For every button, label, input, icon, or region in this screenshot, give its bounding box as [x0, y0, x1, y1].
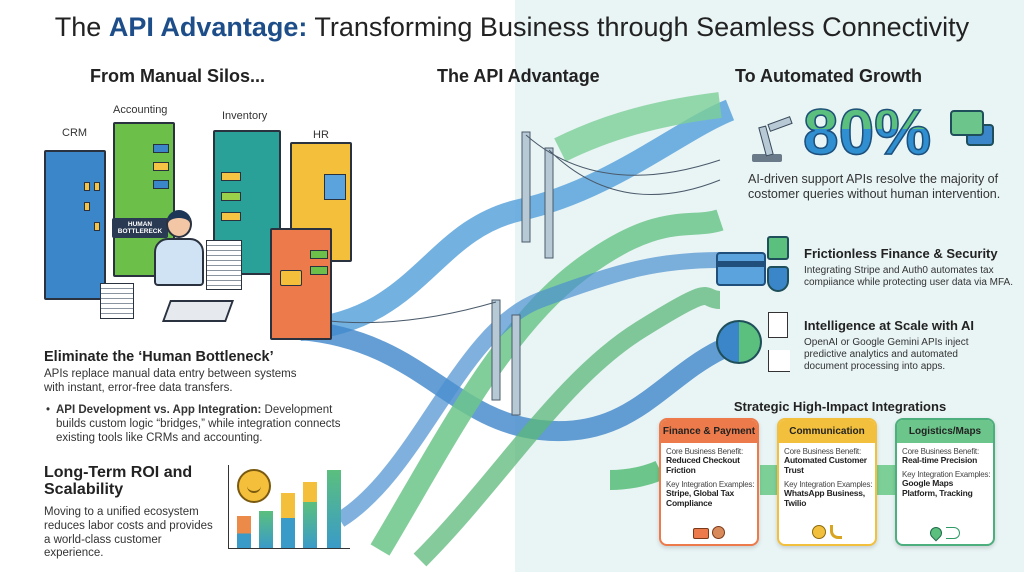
chart-bar [281, 493, 295, 548]
stressed-worker [150, 210, 208, 300]
bridge-tower [544, 147, 554, 259]
card-connector [876, 465, 896, 495]
blue-ribbon [298, 99, 735, 341]
chart-bar [259, 511, 273, 548]
blue-ribbon [335, 252, 721, 527]
whatsapp-icon [812, 525, 827, 539]
feature-title: Frictionless Finance & Security [804, 246, 998, 261]
phone-icon [829, 525, 842, 539]
lock-icon [767, 236, 789, 260]
paper-stack [206, 240, 242, 290]
credit-card-icon [692, 528, 709, 539]
chart-bar [303, 482, 317, 548]
bridge-tower [511, 314, 521, 416]
roi-growth-chart [228, 465, 350, 549]
document-icon [768, 312, 788, 338]
page-title: The API Advantage: Transforming Business… [54, 12, 970, 42]
human-bottleneck-tag: HUMAN BOTTLERECK [112, 218, 168, 238]
bridge-tower [491, 299, 501, 401]
hr-label: HR [313, 129, 329, 141]
accounting-server [113, 122, 175, 277]
accounting-label: Accounting [113, 104, 168, 116]
feature-title: Intelligence at Scale with AI [804, 318, 975, 333]
brain-icon [716, 320, 762, 364]
orange-server [270, 228, 332, 340]
stat-body: AI-driven support APIs resolve the major… [748, 172, 1001, 201]
card-title: Communication [779, 420, 875, 443]
integrations-heading: Strategic High-Impact Integrations [733, 399, 947, 414]
right-section-title: To Automated Growth [735, 66, 922, 86]
integration-card-communication: Communication Core Business Benefit:Auto… [777, 418, 877, 546]
bridge-cables [319, 134, 721, 324]
folder-icon [280, 270, 302, 286]
roi-heading: Long-Term ROI and Scalability [44, 464, 193, 498]
green-ribbon [554, 92, 722, 162]
smiley-face-icon [237, 469, 271, 503]
inventory-label: Inventory [222, 110, 268, 122]
feature-body: OpenAI or Google Gemini APIs inject pred… [804, 337, 969, 372]
person-photo-icon [324, 174, 346, 200]
crm-server [44, 150, 106, 300]
chart-bar [327, 470, 341, 548]
green-ribbon [413, 287, 721, 567]
map-pin-icon [927, 524, 945, 542]
chart-icon [768, 350, 790, 372]
integration-card-finance: Finance & Payment Core Business Benefit:… [659, 418, 759, 546]
chat-bubbles-icon [950, 110, 984, 136]
integration-card-logistics: Logistics/Maps Core Business Benefit:Rea… [895, 418, 995, 546]
stat-value: 80% [802, 96, 932, 168]
crm-label: CRM [62, 127, 88, 139]
shield-icon [767, 266, 789, 292]
bridge-tower [521, 131, 531, 243]
left-section-title: From Manual Silos... [90, 66, 266, 86]
center-section-title: The API Advantage [437, 66, 600, 86]
green-ribbon [609, 460, 665, 490]
bottleneck-body: APIs replace manual data entry between s… [44, 368, 297, 394]
credit-card-icon [716, 252, 766, 286]
paper-stack [100, 283, 134, 319]
bottleneck-bullet: •API Development vs. App Integration: De… [46, 404, 341, 444]
globe-icon [712, 526, 726, 539]
card-title: Finance & Payment [661, 420, 757, 443]
route-icon [945, 527, 960, 539]
robot-arm-icon [750, 116, 796, 162]
roi-body: Moving to a unified ecosystem reduces la… [44, 506, 213, 560]
card-connector [760, 465, 780, 495]
bottleneck-heading: Eliminate the ‘Human Bottleneck’ [44, 349, 274, 365]
card-title: Logistics/Maps [897, 420, 993, 443]
bullet-dot-icon: • [46, 404, 51, 416]
keyboard [161, 300, 235, 322]
chart-bar [237, 516, 251, 548]
feature-body: Integrating Stripe and Auth0 automates t… [804, 265, 1013, 288]
